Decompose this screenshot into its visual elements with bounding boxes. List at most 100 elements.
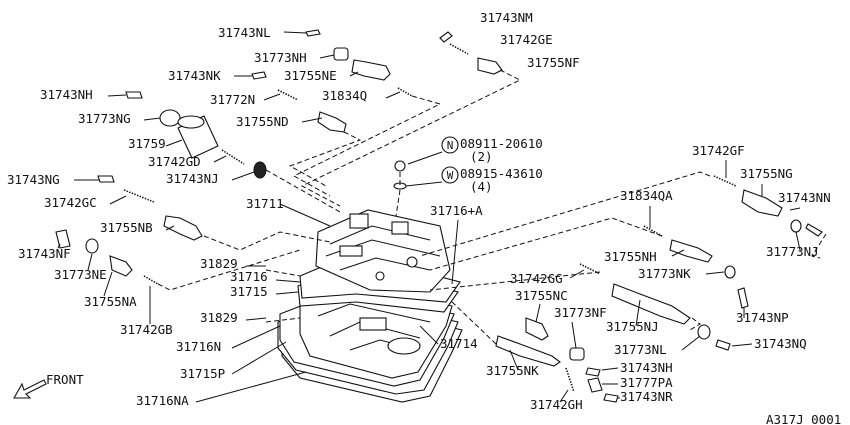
part-label-31773nj: 31773NJ [766, 244, 819, 259]
plug-31743np [737, 287, 749, 309]
valve-31755nk [495, 335, 561, 367]
spring-31742gf [713, 175, 737, 187]
part-label-n08911: 08911-20610 [460, 136, 543, 151]
part-label-31755nd: 31755ND [236, 114, 289, 129]
circle-symbols: NW [441, 136, 459, 184]
nut-08911 [394, 160, 406, 172]
valve-31755nd [317, 111, 347, 133]
part-label-31773ne: 31773NE [54, 267, 107, 282]
plug-31743ng [97, 175, 115, 183]
spring-31742gh [565, 367, 575, 393]
plug-31743nh-right [585, 367, 601, 377]
part-label-31773nk: 31773NK [638, 266, 691, 281]
valve-31755ne [351, 59, 391, 81]
upper-body-31711 [315, 209, 451, 293]
cap-31773nh [333, 47, 349, 61]
part-label-31742gh: 31742GH [530, 397, 583, 412]
part-label-31755nj: 31755NJ [606, 319, 659, 334]
valve-31755nj [611, 283, 691, 325]
part-label-31755na: 31755NA [84, 294, 137, 309]
plug-31743nn [805, 223, 823, 237]
part-label-ref: A317J 0001 [766, 412, 841, 425]
plug-31743nh-left [125, 91, 143, 99]
part-label-31743nq: 31743NQ [754, 336, 807, 351]
spring-31742ge [449, 43, 469, 55]
part-label-w08915q: (4) [470, 179, 493, 194]
sym-w-circle [441, 166, 459, 184]
part-label-31755nh: 31755NH [604, 249, 657, 264]
cap-31773ne [85, 238, 99, 254]
part-label-31742gb: 31742GB [120, 322, 173, 337]
cap-31773nl [697, 324, 711, 340]
part-label-31755ne: 31755NE [284, 68, 337, 83]
spring-31834q [397, 87, 413, 97]
cap-31773nf [569, 347, 585, 361]
part-label-31743nr: 31743NR [620, 389, 673, 404]
spring-31834qa [643, 225, 663, 237]
part-label-31742ge: 31742GE [500, 32, 553, 47]
part-label-31755nf: 31755NF [527, 55, 580, 70]
part-label-31743nm: 31743NM [480, 10, 533, 25]
part-label-n08911q: (2) [470, 149, 493, 164]
part-label-front: FRONT [46, 372, 84, 387]
part-label-31742gc: 31742GC [44, 195, 97, 210]
cap-31773nk [724, 265, 736, 279]
valve-31755na [109, 255, 133, 277]
valve-31755nf [477, 57, 503, 75]
part-label-31772n: 31772N [210, 92, 255, 107]
valve-31755nh [669, 239, 713, 263]
spring-31772n [277, 89, 299, 101]
part-label-31777pa: 31777PA [620, 375, 673, 390]
front-arrow-icon [13, 379, 47, 399]
part-label-31743nn: 31743NN [778, 190, 831, 205]
sym-n-circle [441, 136, 459, 154]
part-label-31834qa: 31834QA [620, 188, 673, 203]
plug-31743nk [251, 71, 267, 80]
spring-31742gc [123, 189, 155, 203]
part-label-31743nf: 31743NF [18, 246, 71, 261]
plug-31743nm [439, 31, 453, 43]
part-label-31716: 31716 [230, 269, 268, 284]
part-label-31743ng: 31743NG [7, 172, 60, 187]
valve-body-assembly [277, 209, 463, 403]
part-label-31716n: 31716N [176, 339, 221, 354]
plug-31743nl [305, 29, 321, 37]
plug-31743nr [603, 393, 619, 403]
part-label-31742gf: 31742GF [692, 143, 745, 158]
front-arrow [13, 379, 47, 399]
cap-31773nj [790, 219, 802, 233]
sym-n-letter: N [447, 139, 454, 152]
part-label-31743nk: 31743NK [168, 68, 221, 83]
part-label-31711: 31711 [246, 196, 284, 211]
sym-w-letter: W [447, 169, 454, 182]
part-label-31743nj: 31743NJ [166, 171, 219, 186]
part-label-31829_b: 31829 [200, 310, 238, 325]
cap-31773ng [159, 109, 181, 127]
spring-31742gb [143, 275, 159, 285]
part-label-31743np: 31743NP [736, 310, 789, 325]
part-labels: 31743NM 31742GE 31755NF 31743NL 31773NH 31743… [7, 10, 841, 425]
part-label-31834q: 31834Q [322, 88, 367, 103]
retainer-31777pa [587, 377, 603, 393]
part-label-31714: 31714 [440, 336, 478, 351]
part-label-31773nf: 31773NF [554, 305, 607, 320]
part-label-31755nc: 31755NC [515, 288, 568, 303]
part-label-31716na: 31716NA [136, 393, 189, 408]
spring-31742gd [221, 149, 245, 165]
leader-lines [57, 31, 801, 403]
part-label-31742gd: 31742GD [148, 154, 201, 169]
part-label-31715p: 31715P [180, 366, 225, 381]
part-label-31755nk: 31755NK [486, 363, 539, 378]
plug-31743nj [253, 161, 267, 179]
part-label-31773nh: 31773NH [254, 50, 307, 65]
part-label-31715: 31715 [230, 284, 268, 299]
part-label-31743nh_a: 31743NH [40, 87, 93, 102]
part-label-31773ng: 31773NG [78, 111, 131, 126]
part-label-31716a: 31716+A [430, 203, 483, 218]
part-label-31743nl: 31743NL [218, 25, 271, 40]
part-label-w08915: 08915-43610 [460, 166, 543, 181]
valve-31755nb [163, 215, 203, 241]
part-label-31829_a: 31829 [200, 256, 238, 271]
